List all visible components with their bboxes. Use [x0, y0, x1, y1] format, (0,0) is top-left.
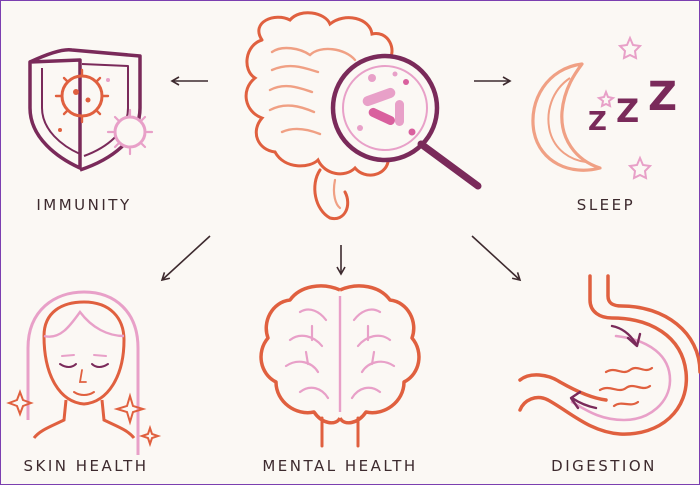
gut-magnifier-icon: [244, 11, 482, 221]
label-mental-health: MENTAL HEALTH: [262, 457, 418, 475]
stomach-icon: [518, 274, 700, 436]
moon-stars-icon: Z Z Z: [531, 35, 677, 180]
label-skin-health: SKIN HEALTH: [23, 457, 149, 475]
sleep-z-1: Z: [588, 107, 607, 137]
label-sleep: SLEEP: [576, 196, 636, 214]
arrows: [160, 76, 522, 282]
label-immunity: IMMUNITY: [36, 196, 132, 214]
sleep-z-3: Z: [648, 74, 677, 120]
arrow-to-skin: [160, 235, 211, 282]
brain-icon: [259, 284, 421, 448]
sleep-z-2: Z: [616, 92, 639, 130]
label-digestion: DIGESTION: [551, 457, 657, 475]
face-icon: [6, 290, 162, 455]
arrow-to-digestion: [471, 235, 522, 282]
shield-virus-icon: [28, 48, 154, 172]
